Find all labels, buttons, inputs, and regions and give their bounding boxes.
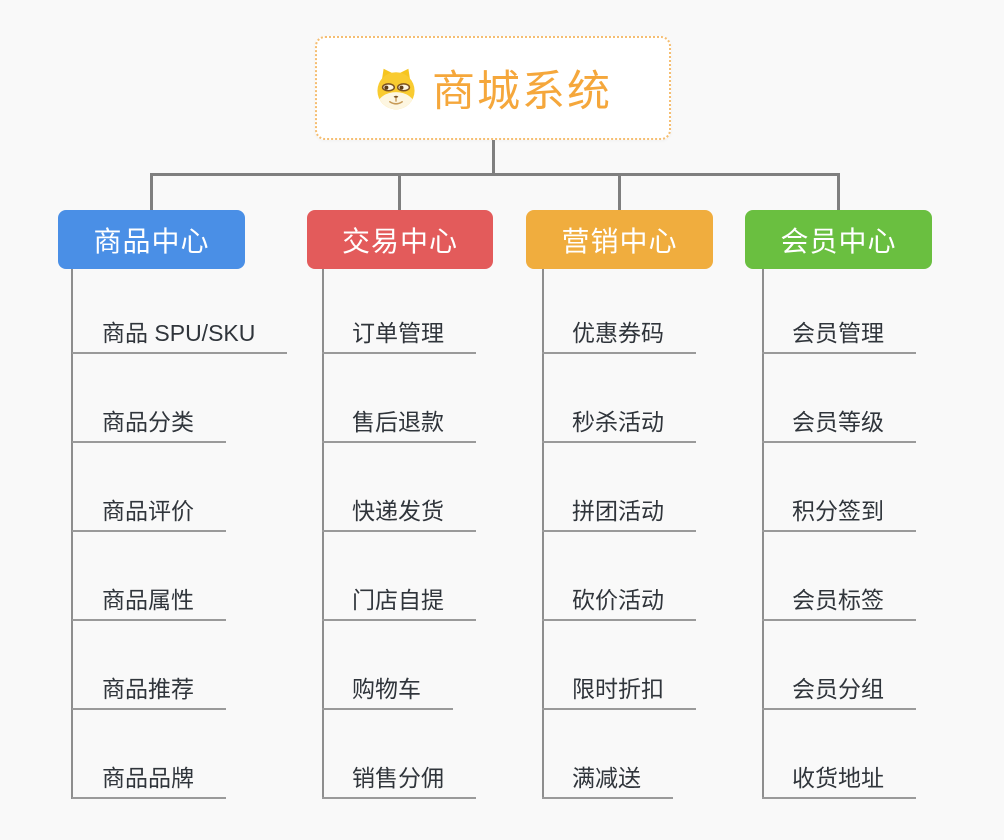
leaf-column-member: 会员管理 会员等级 积分签到 会员标签 会员分组 收货地址 (762, 317, 916, 799)
leaf-item[interactable]: 销售分佣 (322, 762, 476, 799)
leaf-item[interactable]: 会员等级 (762, 406, 916, 443)
connector-root-stub (492, 140, 495, 174)
leaf-column-trade: 订单管理 售后退款 快递发货 门店自提 购物车 销售分佣 (322, 317, 476, 799)
leaf-item[interactable]: 快递发货 (322, 495, 476, 532)
leaf-item[interactable]: 收货地址 (762, 762, 916, 799)
leaf-item[interactable]: 商品 SPU/SKU (72, 317, 288, 354)
branch-node-trade[interactable]: 交易中心 (307, 210, 493, 269)
leaf-item[interactable]: 商品品牌 (72, 762, 226, 799)
leaf-item[interactable]: 砍价活动 (542, 584, 696, 621)
doge-icon (377, 68, 415, 110)
leaf-item[interactable]: 售后退款 (322, 406, 476, 443)
leaf-item[interactable]: 会员标签 (762, 584, 916, 621)
connector-drop-3 (618, 173, 621, 211)
connector-drop-4 (837, 173, 840, 211)
branch-node-marketing[interactable]: 营销中心 (526, 210, 713, 269)
leaf-item[interactable]: 商品评价 (72, 495, 226, 532)
branch-node-product[interactable]: 商品中心 (58, 210, 245, 269)
leaf-item[interactable]: 限时折扣 (542, 673, 696, 710)
connector-spine-product (71, 269, 73, 799)
leaf-item[interactable]: 会员分组 (762, 673, 916, 710)
connector-bus (150, 173, 840, 176)
leaf-item[interactable]: 订单管理 (322, 317, 476, 354)
leaf-item[interactable]: 秒杀活动 (542, 406, 696, 443)
connector-spine-marketing (542, 269, 544, 799)
connector-drop-2 (398, 173, 401, 211)
leaf-item[interactable]: 商品推荐 (72, 673, 226, 710)
leaf-item[interactable]: 商品分类 (72, 406, 226, 443)
leaf-item[interactable]: 商品属性 (72, 584, 226, 621)
leaf-column-product: 商品 SPU/SKU 商品分类 商品评价 商品属性 商品推荐 商品品牌 (72, 317, 288, 799)
leaf-item[interactable]: 优惠券码 (542, 317, 696, 354)
connector-drop-1 (150, 173, 153, 211)
leaf-column-marketing: 优惠券码 秒杀活动 拼团活动 砍价活动 限时折扣 满减送 (542, 317, 696, 799)
root-title: 商城系统 (432, 68, 612, 116)
branch-node-member[interactable]: 会员中心 (745, 210, 932, 269)
leaf-item[interactable]: 满减送 (542, 762, 673, 799)
leaf-item[interactable]: 购物车 (322, 673, 453, 710)
leaf-item[interactable]: 会员管理 (762, 317, 916, 354)
connector-spine-trade (322, 269, 324, 799)
leaf-item[interactable]: 积分签到 (762, 495, 916, 532)
leaf-item[interactable]: 门店自提 (322, 584, 476, 621)
root-node[interactable]: 商城系统 (315, 36, 671, 140)
leaf-item[interactable]: 拼团活动 (542, 495, 696, 532)
connector-spine-member (762, 269, 764, 799)
